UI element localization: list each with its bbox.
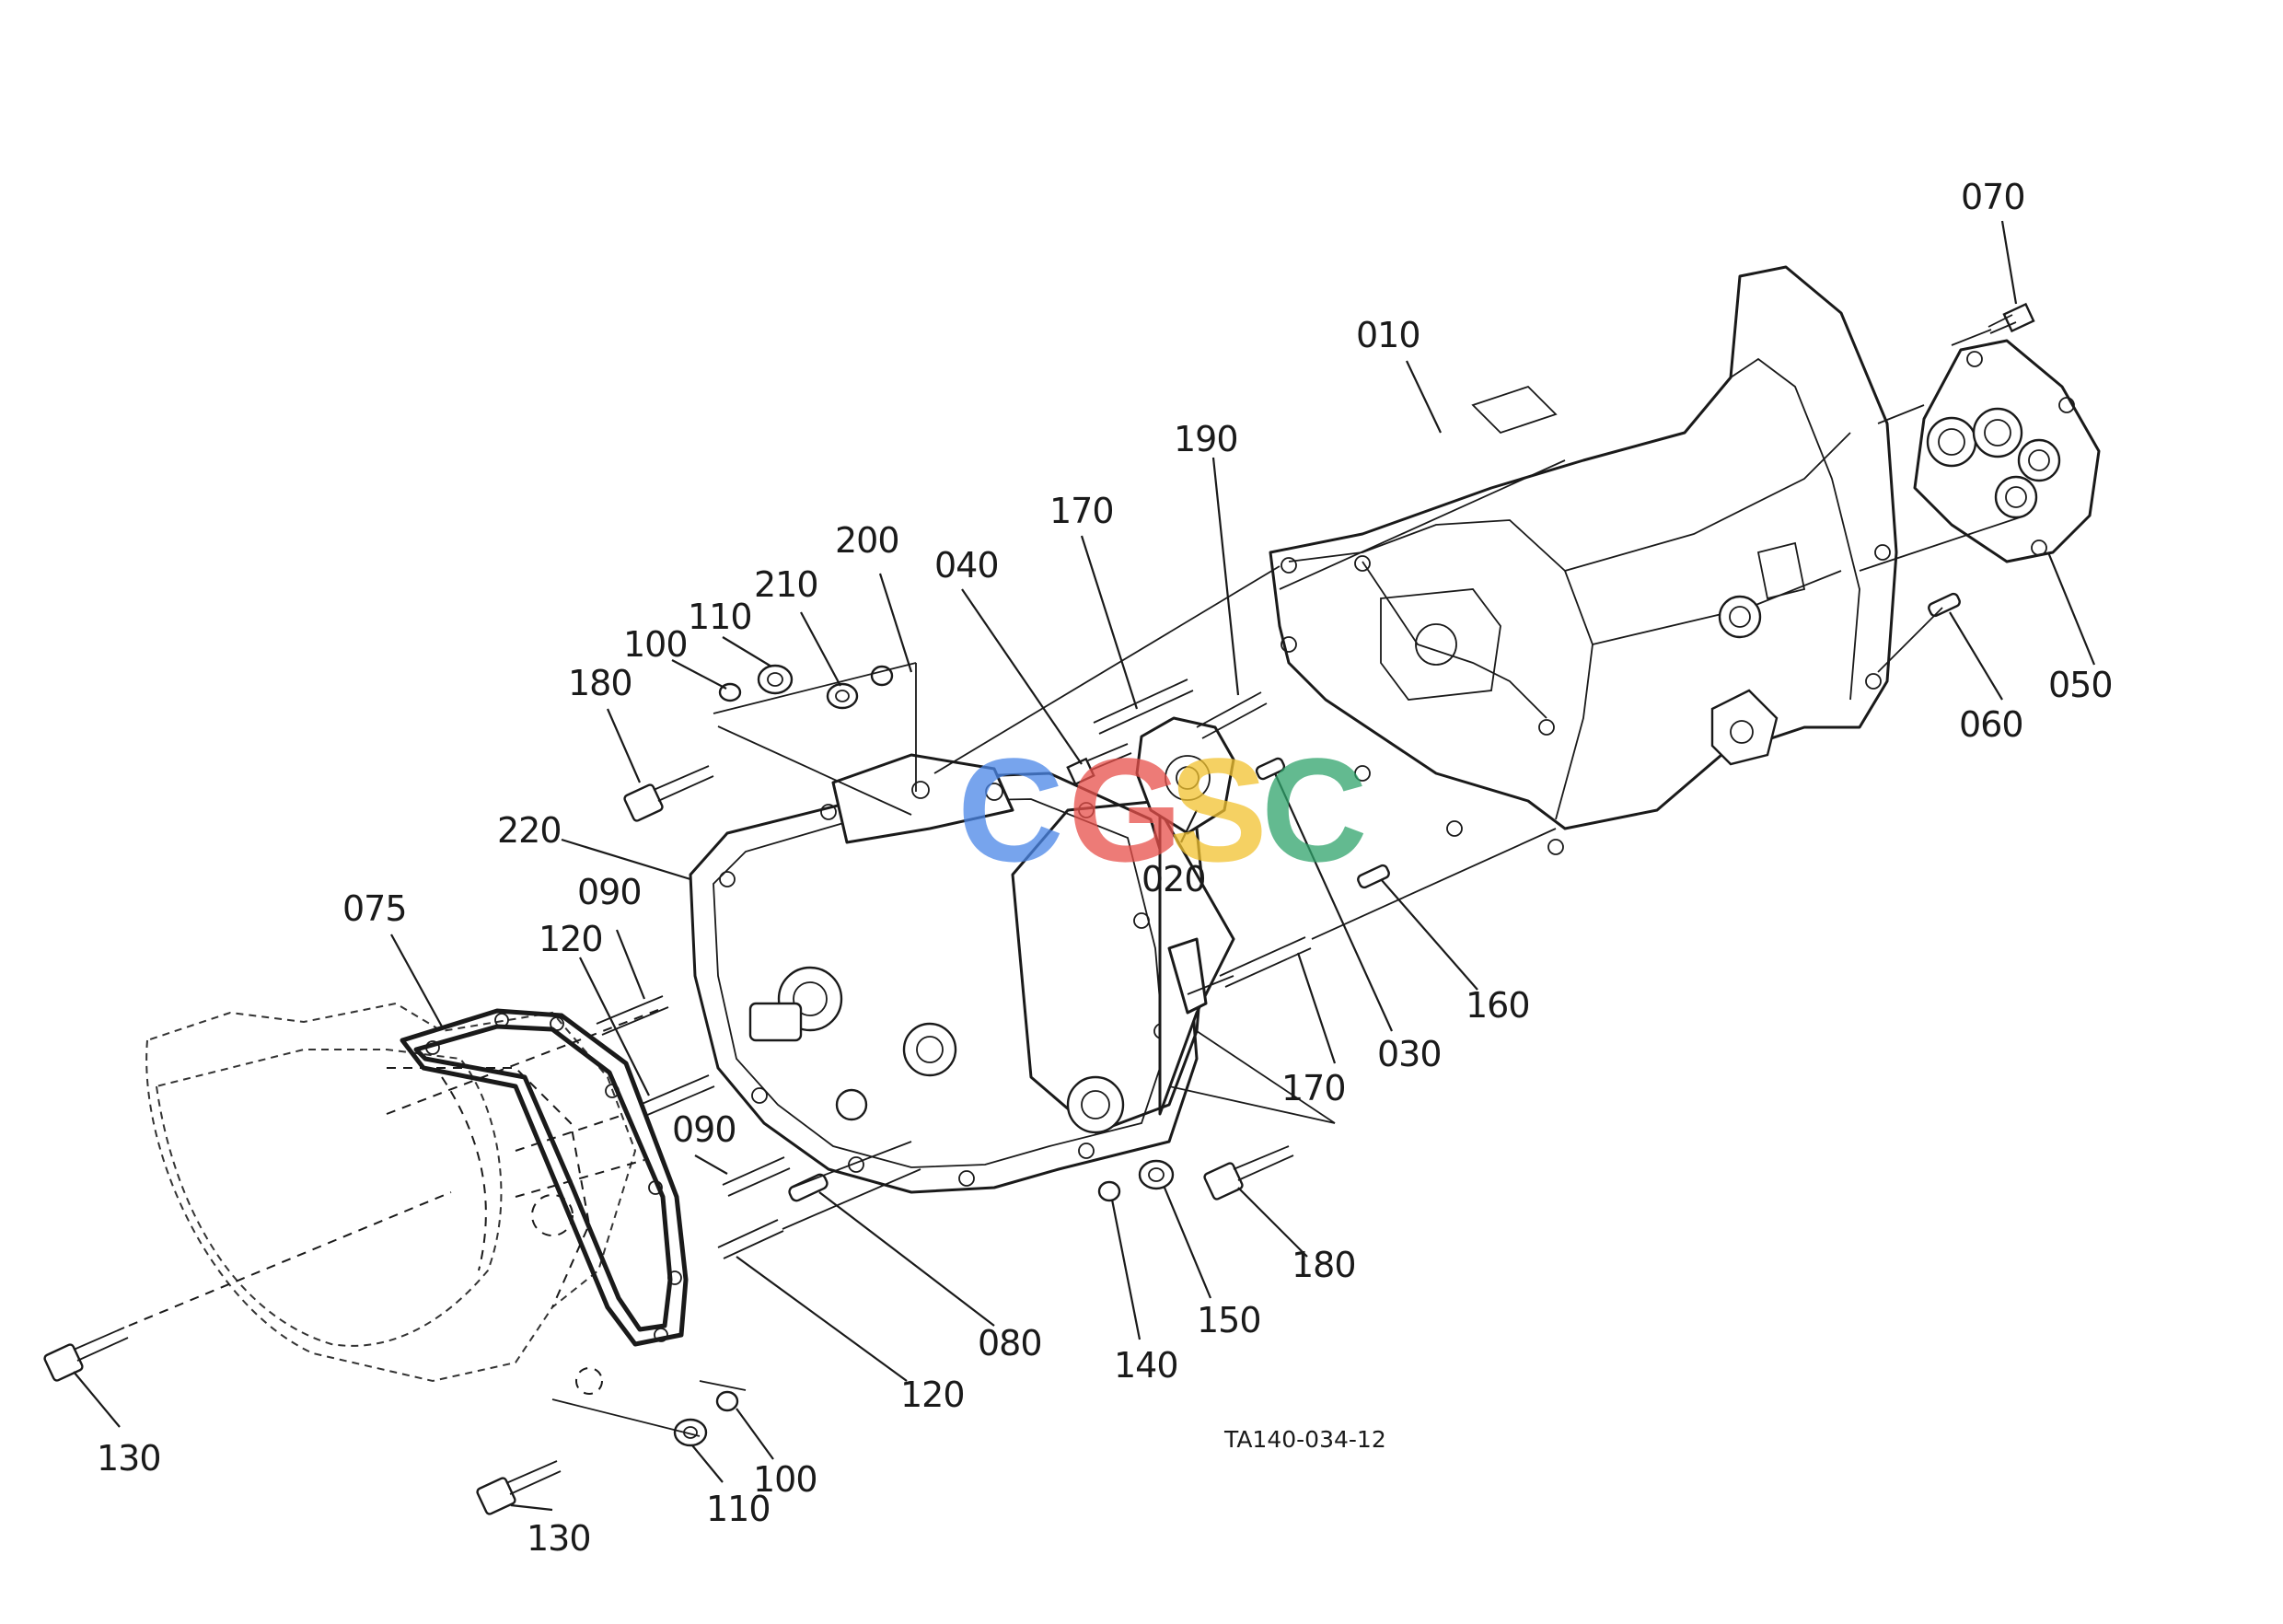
label-180-lower: 180: [1292, 1245, 1356, 1285]
clutch-housing-dashed: [145, 1002, 645, 1395]
pin-080: [788, 1173, 829, 1202]
stud-120-upper: [639, 1074, 715, 1117]
watermark-letter-1: C: [957, 727, 1064, 892]
alignment-lines: [128, 404, 2026, 1437]
nut-210: [826, 682, 859, 710]
mid-transmission-case: [689, 753, 1235, 1194]
stud-170-upper: [1093, 679, 1194, 735]
stud-090-upper: [596, 995, 669, 1036]
washer-100-lower: [715, 1390, 739, 1412]
label-220: 220: [497, 810, 562, 851]
label-060: 060: [1959, 704, 2023, 745]
watermark-letter-3: S: [1169, 727, 1268, 892]
label-010: 010: [1356, 315, 1420, 355]
pin-030: [1255, 757, 1286, 781]
label-210: 210: [754, 564, 818, 605]
label-120-lower: 120: [900, 1375, 965, 1415]
stud-090-lower: [722, 1156, 791, 1197]
label-160: 160: [1466, 985, 1530, 1026]
rear-transmission-case-010: [1269, 265, 1898, 855]
fasteners: [43, 302, 2035, 1515]
label-180-upper: 180: [568, 663, 632, 703]
label-090-upper: 090: [577, 872, 642, 912]
label-170-lower: 170: [1281, 1068, 1346, 1108]
part-labels: 010 020 030 040 050 060 070 075 080 090 …: [97, 177, 2114, 1559]
label-170-upper: 170: [1049, 491, 1114, 531]
bolt-040: [1066, 743, 1132, 786]
label-100-upper: 100: [623, 624, 688, 665]
bolt-180-lower: [1203, 1145, 1294, 1201]
label-130-left: 130: [97, 1438, 161, 1479]
pin-060: [1928, 592, 1961, 618]
label-110-upper: 110: [688, 597, 752, 637]
label-100-lower: 100: [753, 1459, 817, 1500]
leader-lines: [73, 220, 2096, 1512]
label-050: 050: [2048, 665, 2113, 705]
label-110-lower: 110: [706, 1489, 771, 1529]
pin-160: [1357, 864, 1390, 889]
label-200: 200: [835, 520, 899, 561]
stud-190: [1196, 691, 1268, 739]
rear-cover-050: [1913, 339, 2101, 563]
cover-020: [1135, 716, 1235, 835]
stud-170-lower: [1219, 936, 1312, 988]
watermark: C G S C: [957, 727, 1368, 892]
label-075: 075: [342, 888, 407, 929]
label-140: 140: [1114, 1345, 1178, 1386]
bolt-070: [1951, 302, 2035, 346]
washer-140: [1097, 1180, 1121, 1202]
nut-150: [1138, 1159, 1175, 1190]
label-030: 030: [1377, 1034, 1442, 1074]
drawing-code: TA140-034-12: [1223, 1426, 1386, 1453]
label-080: 080: [978, 1323, 1042, 1363]
label-120-upper: 120: [539, 919, 603, 959]
label-040: 040: [934, 545, 999, 586]
label-130-bottom: 130: [527, 1518, 591, 1559]
nut-110-upper: [757, 664, 794, 695]
bolt-130-left: [43, 1327, 129, 1382]
label-070: 070: [1961, 177, 2025, 217]
label-020: 020: [1142, 859, 1206, 899]
bolt-130-bottom: [476, 1460, 562, 1515]
stud-120-lower: [717, 1219, 784, 1259]
washer-200: [870, 665, 894, 687]
gasket-075: [400, 1008, 689, 1347]
watermark-letter-4: C: [1261, 727, 1368, 892]
label-090-lower: 090: [672, 1109, 736, 1150]
bolt-180-upper: [623, 765, 714, 822]
label-150: 150: [1197, 1300, 1261, 1340]
label-190: 190: [1174, 419, 1238, 459]
watermark-letter-2: G: [1068, 727, 1182, 892]
nut-110-lower: [673, 1418, 708, 1447]
